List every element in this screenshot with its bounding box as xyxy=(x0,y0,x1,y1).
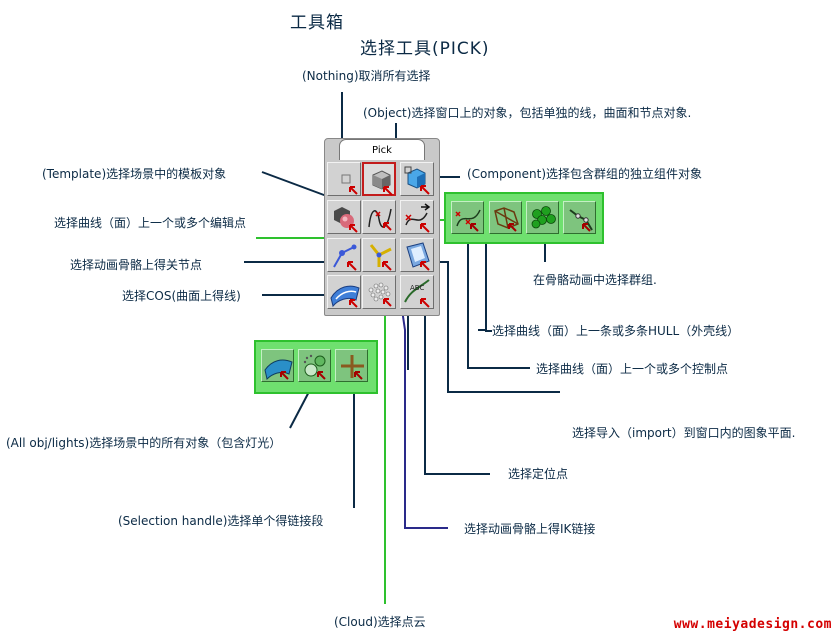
pick-cv-button[interactable] xyxy=(451,201,484,234)
label-locator: 选择定位点 xyxy=(508,467,569,481)
toolbox-title: 工具箱 xyxy=(290,13,344,33)
pick-template-icon xyxy=(334,207,358,233)
pick-all-lights-button[interactable] xyxy=(298,349,331,382)
pick-cv-menu-icon xyxy=(405,203,431,233)
label-skeleton-joints: 选择动画骨骼上得关节点 xyxy=(70,258,203,272)
pick-chain-icon xyxy=(569,209,593,232)
label-skeleton-groups: 在骨骼动画中选择群组. xyxy=(533,273,657,287)
pick-tool-title: 选择工具(PICK) xyxy=(360,39,490,59)
pick-cos-button[interactable] xyxy=(327,275,361,309)
label-template: (Template)选择场景中的模板对象 xyxy=(42,167,227,181)
pick-all-objects-button[interactable] xyxy=(261,349,294,382)
label-image-plane: 选择导入（import）到窗口内的图象平面. xyxy=(572,426,796,440)
pick-cv-menu-button[interactable] xyxy=(400,200,434,234)
label-selection-handle: (Selection handle)选择单个得链接段 xyxy=(118,514,324,528)
label-cloud: (Cloud)选择点云 xyxy=(334,615,426,629)
pick-cv-icon xyxy=(455,209,481,232)
pick-template-button[interactable] xyxy=(327,200,361,234)
pick-object-button[interactable] xyxy=(362,162,396,196)
pick-handle-button[interactable] xyxy=(335,349,368,382)
pick-palette-tab[interactable]: Pick xyxy=(339,139,425,160)
pick-handle-icon xyxy=(341,355,364,380)
pick-image-plane-button[interactable] xyxy=(400,238,434,272)
pick-edit-point-icon xyxy=(368,208,392,231)
pick-skeleton-button[interactable] xyxy=(327,238,361,272)
pick-cloud-button[interactable] xyxy=(362,275,396,309)
pick-cos-icon xyxy=(330,285,360,308)
label-component: (Component)选择包含群组的独立组件对象 xyxy=(467,167,703,181)
svg-text:ABC: ABC xyxy=(410,284,424,292)
label-object: (Object)选择窗口上的对象，包括单独的线，曲面和节点对象. xyxy=(363,106,692,120)
label-all-objects: (All obj/lights)选择场景中的所有对象（包含灯光） xyxy=(6,436,282,450)
pick-hull-icon xyxy=(494,207,519,232)
pick-ik-icon xyxy=(369,244,392,271)
pick-object-icon xyxy=(372,170,393,196)
label-cos: 选择COS(曲面上得线) xyxy=(122,289,241,303)
pick-all-objects-icon xyxy=(264,359,293,380)
pick-nothing-icon xyxy=(341,174,358,195)
pick-ik-button[interactable] xyxy=(362,238,396,272)
pick-edit-point-button[interactable] xyxy=(362,200,396,234)
label-edit-points: 选择曲线（面）上一个或多个编辑点 xyxy=(54,216,247,230)
pick-hull-button[interactable] xyxy=(489,201,522,234)
pick-component-button[interactable] xyxy=(400,162,434,196)
pick-group-button[interactable] xyxy=(526,201,559,234)
label-hull: 选择曲线（面）上一条或多条HULL（外壳线） xyxy=(492,324,740,338)
pick-component-icon xyxy=(404,166,430,195)
pick-locator-icon: ABC xyxy=(404,279,430,308)
pick-group-icon xyxy=(531,206,556,229)
label-ik-links: 选择动画骨骼上得IK链接 xyxy=(464,522,596,536)
watermark-url: www.meiyadesign.com xyxy=(673,617,832,632)
pick-image-plane-icon xyxy=(406,242,430,271)
pick-locator-button[interactable]: ABC xyxy=(400,275,434,309)
label-nothing: (Nothing)取消所有选择 xyxy=(302,69,431,83)
pick-cloud-icon xyxy=(368,282,392,307)
pick-skeleton-icon xyxy=(333,244,357,271)
pick-nothing-button[interactable] xyxy=(327,162,361,196)
pick-chain-button[interactable] xyxy=(563,201,596,234)
pick-all-lights-icon xyxy=(303,354,326,380)
label-control-points: 选择曲线（面）上一个或多个控制点 xyxy=(536,362,729,376)
